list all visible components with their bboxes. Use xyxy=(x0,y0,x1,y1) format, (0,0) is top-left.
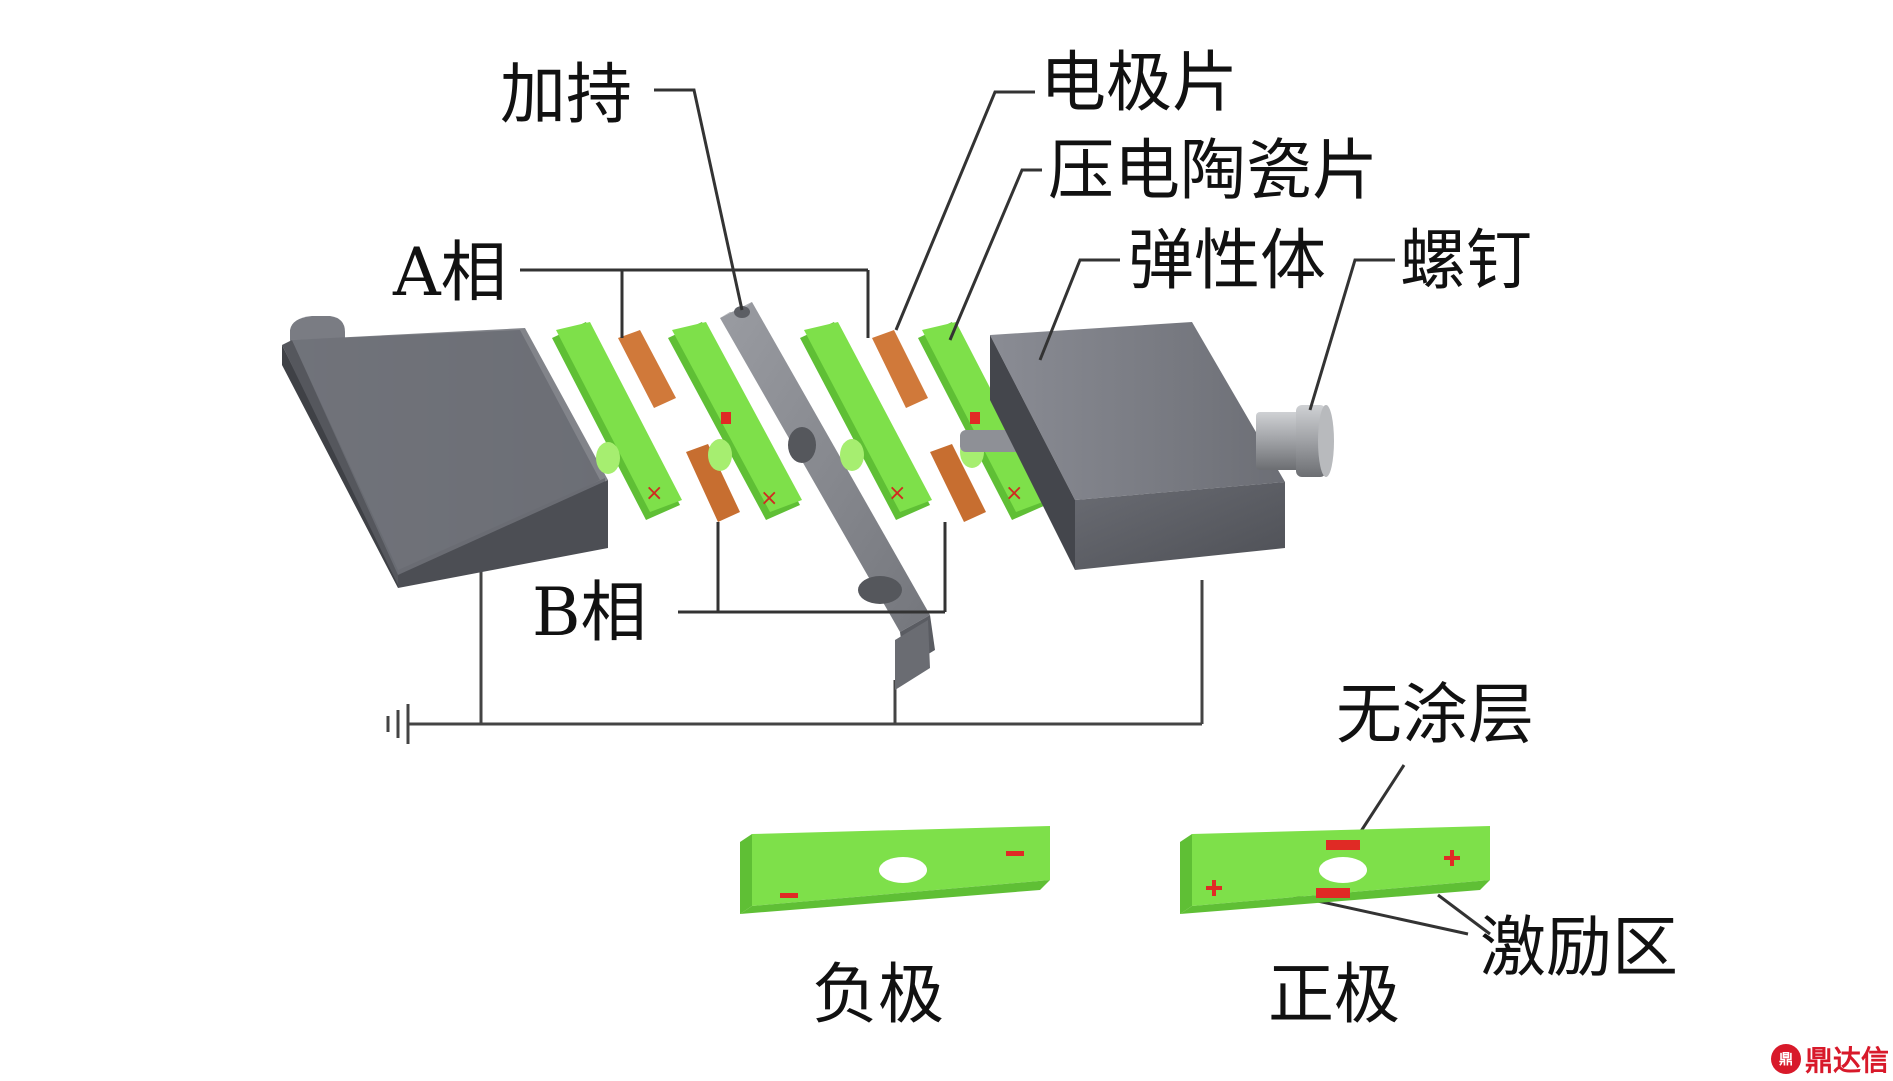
elastic-leader-line xyxy=(1038,258,1120,361)
minus-mark xyxy=(780,893,798,898)
left-end-block xyxy=(282,316,608,588)
watermark-logo: 鼎 鼎达信 xyxy=(1770,1039,1889,1079)
svg-text:×: × xyxy=(1005,481,1023,506)
svg-text:×: × xyxy=(888,481,906,506)
label-piezo-sheet: 压电陶瓷片 xyxy=(1048,132,1378,209)
excitation-leader-line xyxy=(1437,893,1491,936)
no-coating-region xyxy=(1316,888,1350,898)
piezo-leader-line xyxy=(948,168,1042,341)
minus-mark xyxy=(1006,851,1024,856)
label-positive-electrode: 正极 xyxy=(1268,956,1400,1033)
holder-leader-line xyxy=(654,88,744,311)
plate-hole xyxy=(1319,857,1367,883)
electrode-leader-line xyxy=(894,90,1035,331)
watermark-badge-icon: 鼎 xyxy=(1770,1044,1801,1074)
right-end-block xyxy=(990,322,1285,570)
screw xyxy=(1256,405,1334,477)
svg-text:×: × xyxy=(760,486,778,511)
negative-electrode-plate xyxy=(740,826,1050,914)
leader-lines xyxy=(520,88,1491,936)
piezo-plate: × xyxy=(668,322,802,520)
svg-text:×: × xyxy=(645,481,663,506)
plate-hole xyxy=(879,857,927,883)
plate-stack: × × xyxy=(552,302,1048,690)
label-phase-a: A相 xyxy=(393,234,507,311)
positive-electrode-plate xyxy=(1180,826,1490,914)
label-excitation-zone: 激励区 xyxy=(1480,909,1678,986)
label-negative-electrode: 负极 xyxy=(812,956,944,1033)
excitation-mark xyxy=(970,412,980,424)
plus-mark xyxy=(1206,880,1222,896)
plus-mark xyxy=(1444,850,1460,866)
piezo-plate: × xyxy=(552,322,682,520)
excitation-mark xyxy=(721,412,731,424)
ground-symbol-icon xyxy=(386,704,410,744)
label-elastic-body: 弹性体 xyxy=(1128,222,1326,299)
screw-leader-line xyxy=(1308,258,1395,411)
piezo-plate: × xyxy=(800,322,932,520)
no-coating-region xyxy=(1326,840,1360,850)
label-screw: 螺钉 xyxy=(1400,222,1532,299)
label-no-coating: 无涂层 xyxy=(1336,676,1534,753)
electrode-plate xyxy=(872,330,986,522)
holder-plate xyxy=(720,302,935,690)
label-electrode-sheet: 电极片 xyxy=(1040,44,1238,121)
label-holder: 加持 xyxy=(500,56,632,133)
label-phase-b: B相 xyxy=(532,574,647,651)
watermark-text: 鼎达信 xyxy=(1804,1044,1889,1077)
electrode-plate xyxy=(618,330,740,522)
